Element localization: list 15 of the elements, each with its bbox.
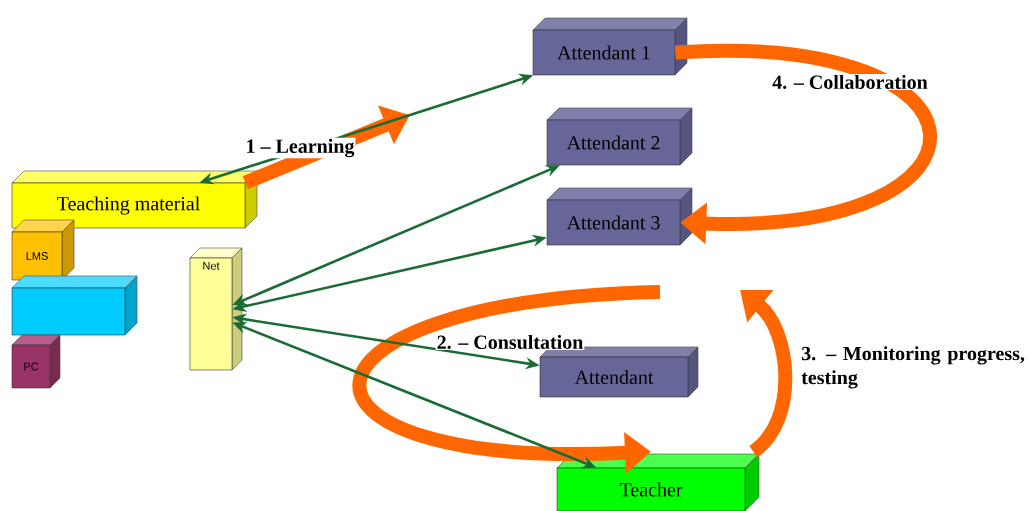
block-box: Attendant 3 (546, 187, 693, 246)
block-box: LMS (11, 219, 75, 281)
block-box (11, 275, 138, 336)
block-box: Teaching material (11, 170, 258, 229)
block-box: Teacher (556, 453, 760, 511)
block-box: Net (189, 247, 243, 371)
block-box: Attendant 2 (546, 107, 693, 166)
edge-label: 3. – Monitoring progress, testing (801, 346, 1025, 389)
block-box: Attendant 1 (532, 17, 688, 76)
edge-label: 1 – Learning (247, 138, 355, 158)
edge-label: 4. – Collaboration (772, 74, 928, 90)
arrow (740, 289, 793, 457)
arrow (675, 44, 937, 245)
block-box: PC (11, 334, 61, 389)
edge-label: 2. – Consultation (437, 334, 584, 350)
